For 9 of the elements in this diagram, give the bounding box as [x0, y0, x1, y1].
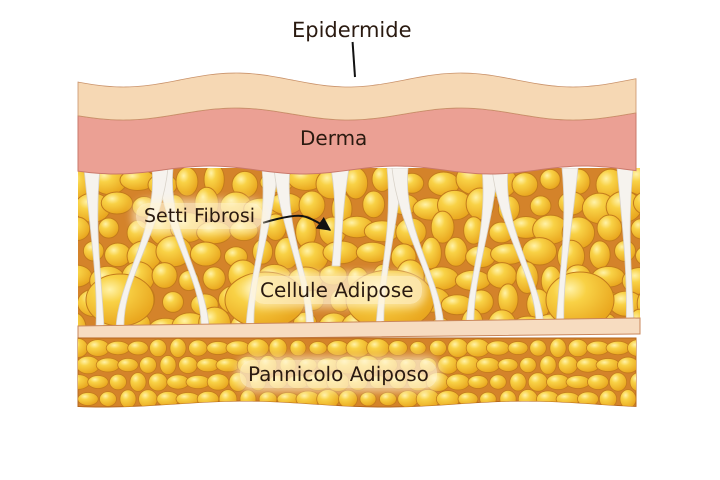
arrow	[262, 214, 332, 231]
leader-line	[352, 42, 356, 78]
layer-label: Epidermide	[292, 18, 412, 42]
layer-label: Pannicolo Adiposo	[240, 360, 437, 388]
layer-label: Derma	[300, 126, 368, 150]
layer-label: Setti Fibrosi	[136, 203, 264, 229]
fibrous-septum	[330, 168, 350, 266]
epidermis-layer	[78, 72, 636, 120]
layer-label: Cellule Adipose	[252, 276, 422, 304]
